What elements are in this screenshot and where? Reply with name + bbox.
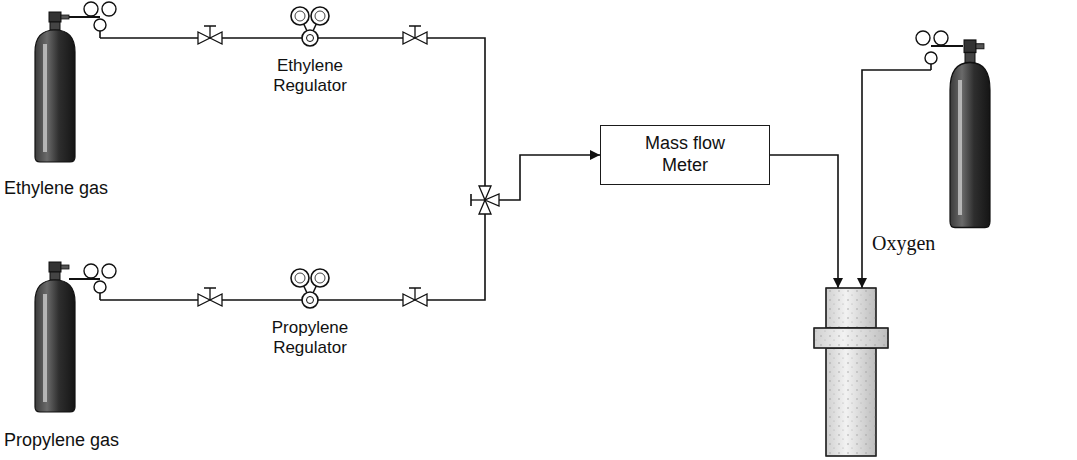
shutoff-valve xyxy=(403,26,427,44)
cylinder-label: Ethylene gas xyxy=(4,178,174,199)
oxygen-pipe xyxy=(862,70,931,288)
cylinder-regulator xyxy=(69,264,116,300)
ethylene-pipe xyxy=(100,38,485,186)
cylinder-regulator xyxy=(69,2,116,38)
regulator-label: Propylene Regulator xyxy=(250,318,370,357)
propylene-pipe xyxy=(100,214,485,300)
ethylene-cylinder xyxy=(35,12,75,162)
mass-flow-meter-box: Mass flow Meter xyxy=(600,125,770,184)
cylinder-label: Oxygen xyxy=(872,232,948,255)
burner-column xyxy=(814,288,888,456)
oxygen-cylinder xyxy=(950,40,990,228)
shutoff-valve xyxy=(403,288,427,306)
cylinder-regulator xyxy=(916,31,963,70)
mixed-gas-pipe xyxy=(499,155,600,200)
shutoff-valve xyxy=(198,26,222,44)
regulator-label: Ethylene Regulator xyxy=(250,56,370,95)
cylinder-label: Propylene gas xyxy=(4,430,174,451)
propylene-cylinder xyxy=(35,262,75,412)
gas-pipes xyxy=(100,38,931,300)
fuel-feed-pipe xyxy=(770,155,838,288)
line-regulator xyxy=(291,269,329,308)
three-way-valve xyxy=(471,186,499,214)
line-regulator xyxy=(291,7,329,46)
box-text: Mass flow Meter xyxy=(630,133,740,176)
shutoff-valve xyxy=(198,288,222,306)
